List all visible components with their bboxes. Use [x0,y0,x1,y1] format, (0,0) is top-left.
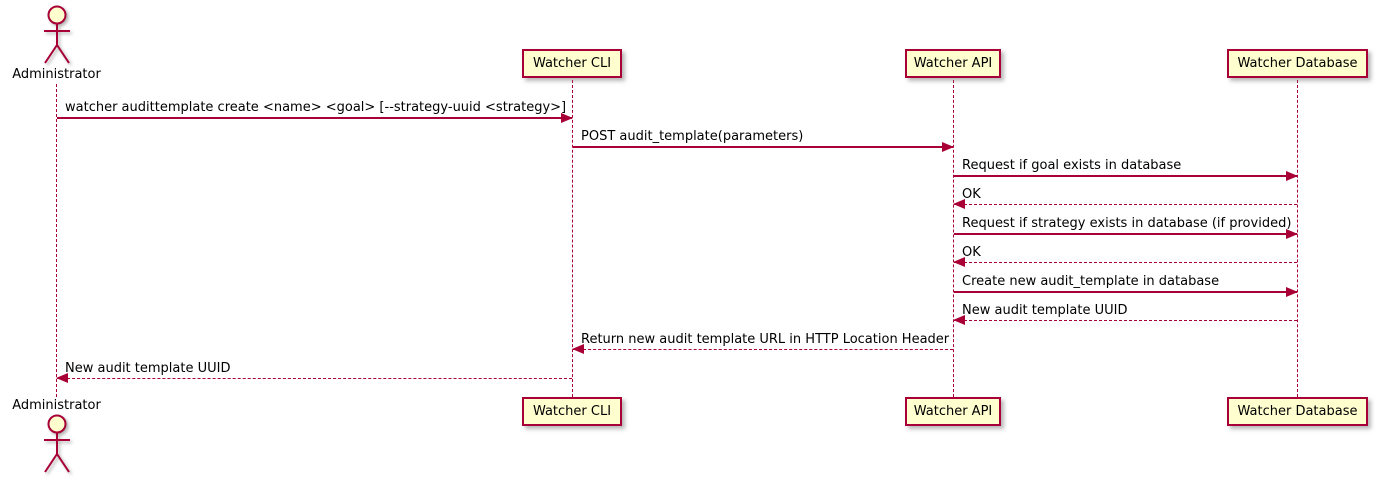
participant-label: Watcher API [913,404,993,419]
lifeline-watcher-cli [572,80,573,397]
actor-label: Administrator [12,67,101,82]
message-line [57,113,573,123]
actor-label: Administrator [12,398,101,413]
participant-label: Watcher Database [1237,404,1358,419]
message-3: Request if goal exists in database [954,158,1298,181]
lifeline-watcher-api [953,80,954,397]
arrowhead-left-icon [953,199,965,209]
message-line [572,344,953,354]
arrowhead-right-icon [1286,287,1298,297]
message-line [953,257,1297,267]
arrowhead-left-icon [572,344,584,354]
message-5: Request if strategy exists in database (… [954,216,1298,239]
message-line [953,199,1297,209]
message-7: Create new audit_template in database [954,274,1298,297]
stick-figure-icon [43,414,70,473]
message-line [56,373,572,383]
arrowhead-left-icon [56,373,68,383]
participant-box-watcher-api-bottom: Watcher API [905,397,1001,426]
message-6: OK [953,245,1297,267]
participant-label: Watcher CLI [532,404,612,419]
message-label: OK [962,187,981,202]
actor-administrator-bottom: Administrator [8,398,105,476]
message-4: OK [953,187,1297,209]
participant-label: Watcher API [913,56,993,71]
message-label: POST audit_template(parameters) [581,129,804,144]
message-9: Return new audit template URL in HTTP Lo… [572,332,953,354]
message-label: watcher audittemplate create <name> <goa… [65,100,567,115]
message-line [954,287,1298,297]
arrowhead-left-icon [953,315,965,325]
lifeline-administrator [56,84,57,397]
arrowhead-right-icon [561,113,573,123]
message-8: New audit template UUID [953,303,1297,325]
message-line [954,229,1298,239]
message-label: New audit template UUID [65,361,231,376]
arrowhead-right-icon [942,142,954,152]
message-label: Return new audit template URL in HTTP Lo… [581,332,950,347]
message-10: New audit template UUID [56,361,572,383]
message-1: watcher audittemplate create <name> <goa… [57,100,573,123]
message-label: Request if strategy exists in database (… [962,216,1292,231]
participant-box-watcher-api-top: Watcher API [905,49,1001,78]
message-2: POST audit_template(parameters) [573,129,954,152]
message-label: OK [962,245,981,260]
message-line [573,142,954,152]
participant-label: Watcher CLI [532,56,612,71]
actor-administrator-top: Administrator [8,4,105,82]
message-line [953,315,1297,325]
participant-box-watcher-database-bottom: Watcher Database [1227,397,1368,426]
message-label: New audit template UUID [962,303,1128,318]
participant-box-watcher-cli-top: Watcher CLI [522,49,622,78]
arrowhead-right-icon [1286,171,1298,181]
message-label: Create new audit_template in database [962,274,1220,289]
message-line [954,171,1298,181]
arrowhead-right-icon [1286,229,1298,239]
participant-label: Watcher Database [1237,56,1358,71]
participant-box-watcher-database-top: Watcher Database [1227,49,1368,78]
arrowhead-left-icon [953,257,965,267]
message-label: Request if goal exists in database [962,158,1182,173]
participant-box-watcher-cli-bottom: Watcher CLI [522,397,622,426]
stick-figure-icon [43,5,70,64]
